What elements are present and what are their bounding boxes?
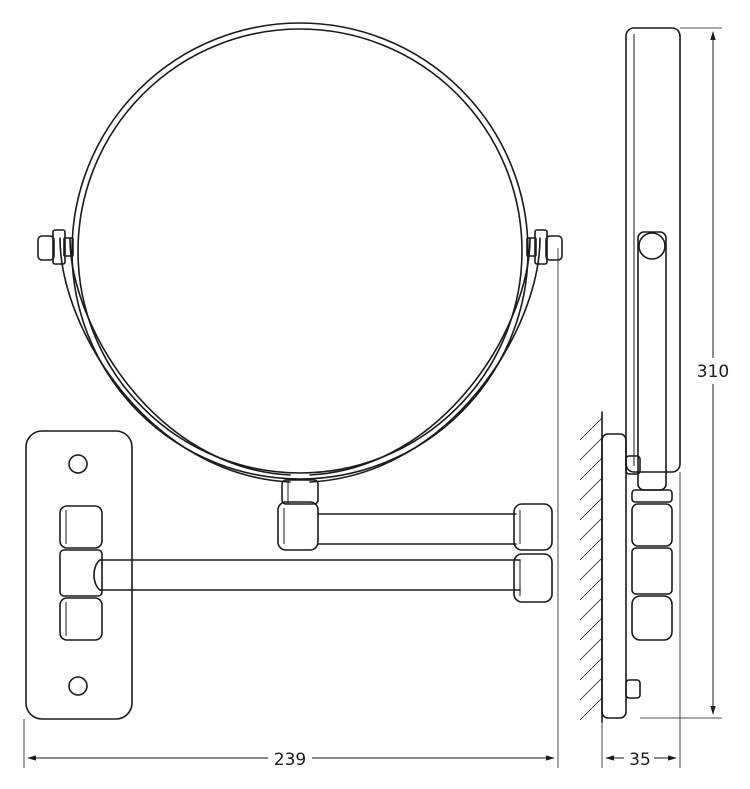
side-view: 35 310	[579, 27, 734, 770]
mirror-swivel-joint	[277, 479, 319, 551]
wall-plate	[25, 430, 133, 720]
wall-hatching	[579, 411, 603, 723]
front-view: 239	[23, 22, 563, 770]
mirror-outer-rim	[71, 22, 529, 480]
right-pivot-knob	[526, 229, 563, 265]
side-screws	[625, 455, 641, 699]
depth-dimension-label: 35	[629, 750, 651, 770]
width-dimension-label: 239	[274, 750, 306, 770]
height-dimension: 310	[694, 31, 734, 715]
wall-hinge	[59, 505, 103, 641]
left-pivot-knob	[37, 229, 74, 265]
wall-plate-side	[601, 433, 627, 719]
height-dimension-label: 310	[697, 362, 729, 382]
mounting-hole-top	[68, 454, 88, 474]
depth-dimension: 35	[605, 748, 677, 770]
mirror-head	[37, 22, 563, 483]
mirror-side	[625, 27, 681, 491]
width-dimension: 239	[27, 748, 555, 770]
swivel-yoke	[59, 237, 291, 483]
lower-arm	[93, 559, 521, 591]
mounting-hole-bottom	[68, 676, 88, 696]
elbow-joint	[513, 503, 553, 603]
mirror-glass	[77, 28, 523, 474]
upper-arm	[317, 513, 517, 545]
hinge-stack-side	[631, 489, 673, 641]
